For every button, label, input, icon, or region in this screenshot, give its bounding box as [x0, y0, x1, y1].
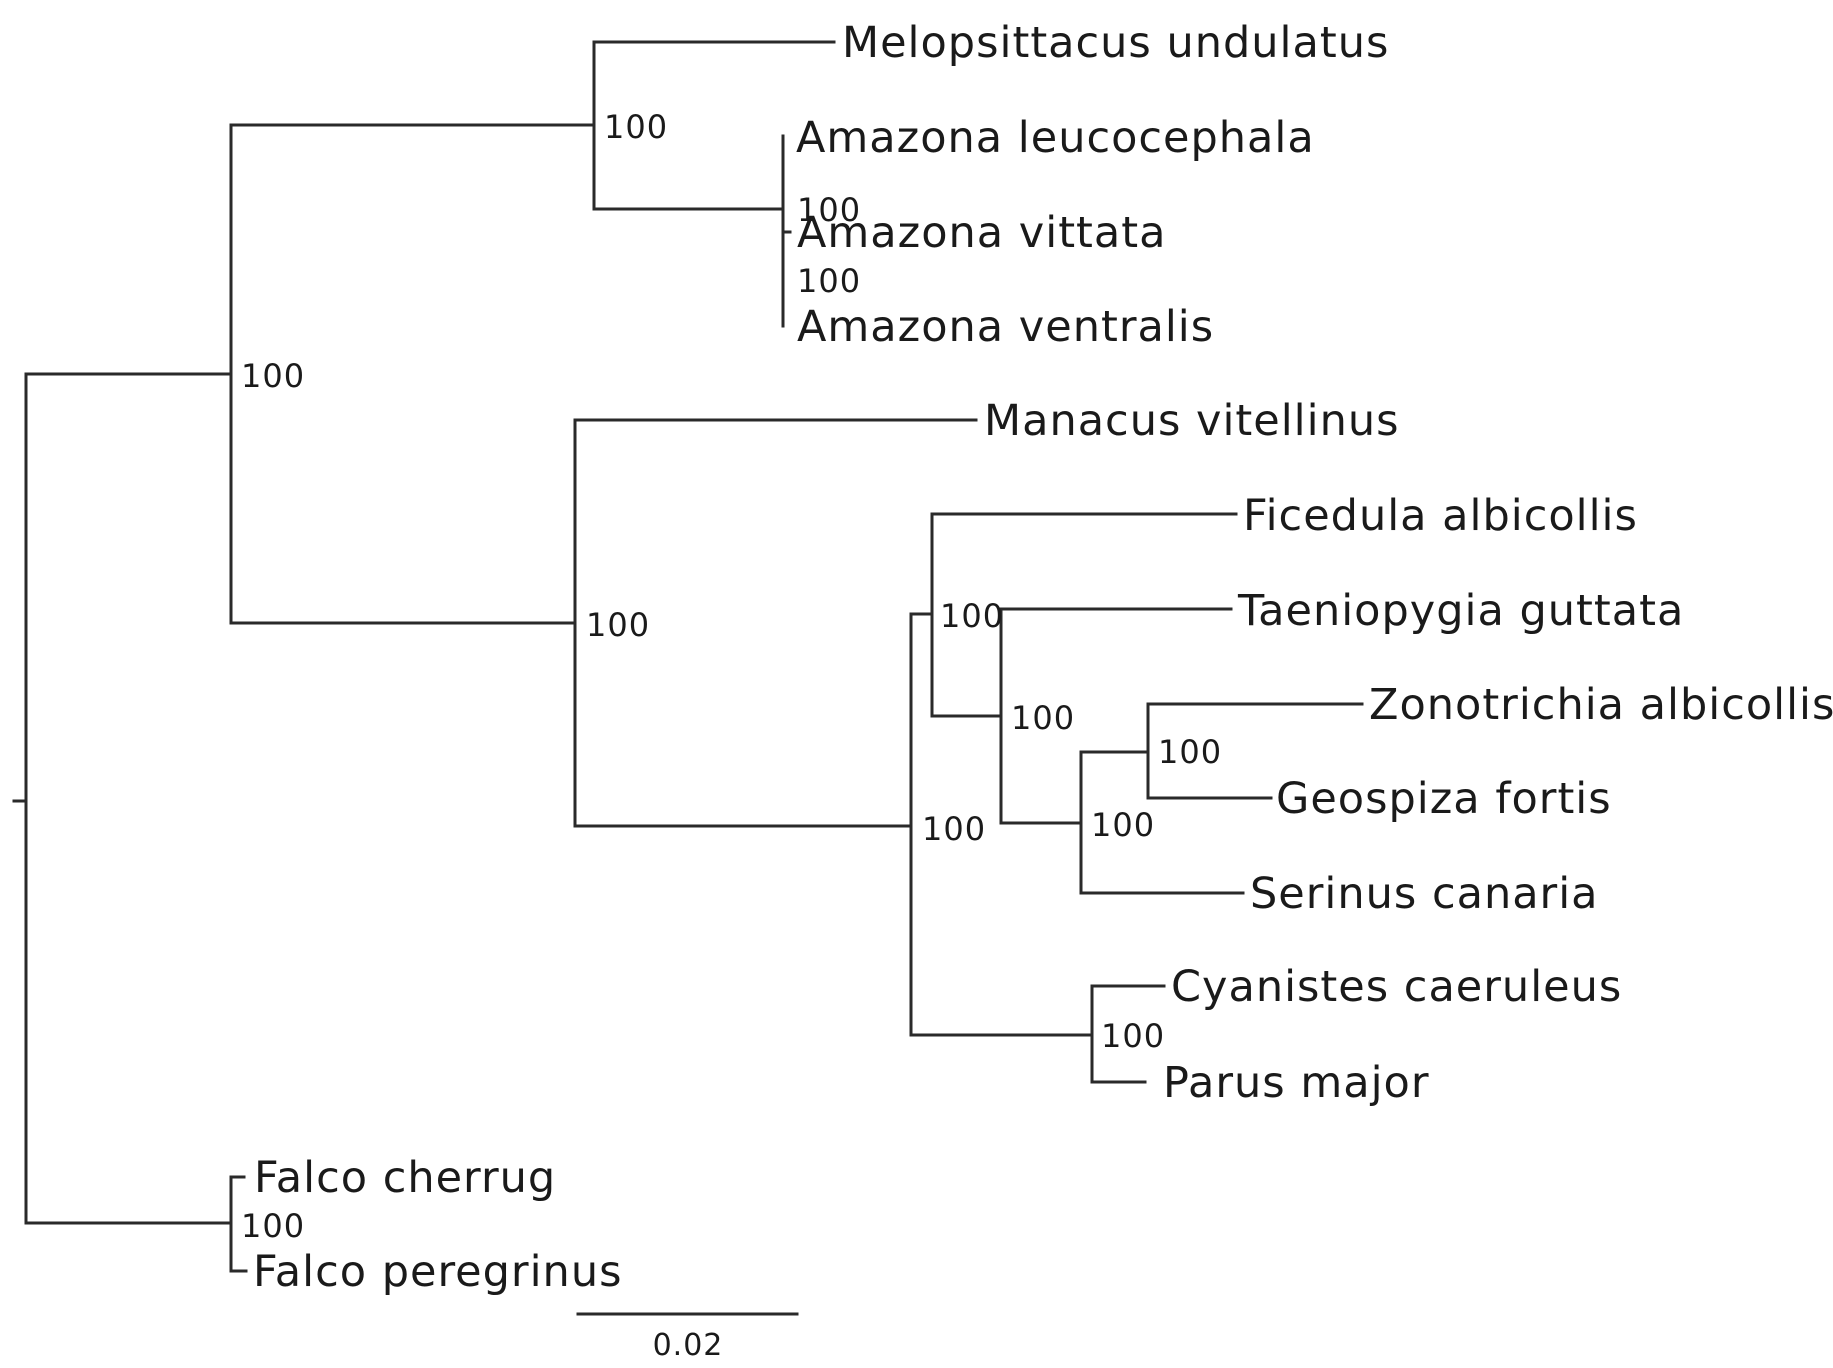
taxon-label-falco-peregrinus: Falco peregrinus [253, 1247, 622, 1297]
taxon-label-ficedula: Ficedula albicollis [1243, 491, 1638, 541]
taxon-label-serinus: Serinus canaria [1250, 869, 1599, 919]
support-label-psittacopasserae: 100 [241, 357, 305, 395]
support-label-ficedula-clade: 100 [940, 597, 1004, 635]
taxon-label-amazona-leucocephala: Amazona leucocephala [796, 113, 1315, 163]
taxon-label-taeniopygia: Taeniopygia guttata [1237, 586, 1684, 636]
taxon-labels: Melopsittacus undulatus Amazona leucocep… [253, 18, 1833, 1297]
taxon-label-melopsittacus: Melopsittacus undulatus [842, 18, 1389, 68]
taxon-label-amazona-vittata: Amazona vittata [797, 208, 1166, 258]
support-label-zonotrichia-geospiza: 100 [1158, 733, 1222, 771]
taxon-label-manacus: Manacus vitellinus [984, 396, 1399, 446]
scale-bar: 0.02 [576, 1312, 799, 1363]
support-label-amazona: 100 [797, 191, 861, 229]
taxon-label-zonotrichia: Zonotrichia albicollis [1369, 680, 1833, 730]
support-label-oscines: 100 [922, 810, 986, 848]
support-label-fringillids: 100 [1091, 806, 1155, 844]
taxon-label-geospiza: Geospiza fortis [1276, 774, 1612, 824]
support-label-amazona-vittata-ventralis: 100 [797, 262, 861, 300]
support-label-falco: 100 [241, 1207, 305, 1245]
taxon-label-amazona-ventralis: Amazona ventralis [797, 302, 1214, 352]
taxon-label-cyanistes: Cyanistes caeruleus [1171, 962, 1622, 1012]
support-label-tits: 100 [1101, 1017, 1165, 1055]
scale-bar-label: 0.02 [653, 1328, 724, 1363]
support-label-finches: 100 [1011, 699, 1075, 737]
tree-branches [12, 40, 1364, 1273]
support-label-parrots: 100 [604, 108, 668, 146]
support-values: 100 100 100 100 100 100 100 100 100 100 … [241, 108, 1222, 1245]
taxon-label-falco-cherrug: Falco cherrug [254, 1153, 556, 1203]
support-label-passeriformes: 100 [586, 606, 650, 644]
taxon-label-parus: Parus major [1163, 1058, 1430, 1108]
